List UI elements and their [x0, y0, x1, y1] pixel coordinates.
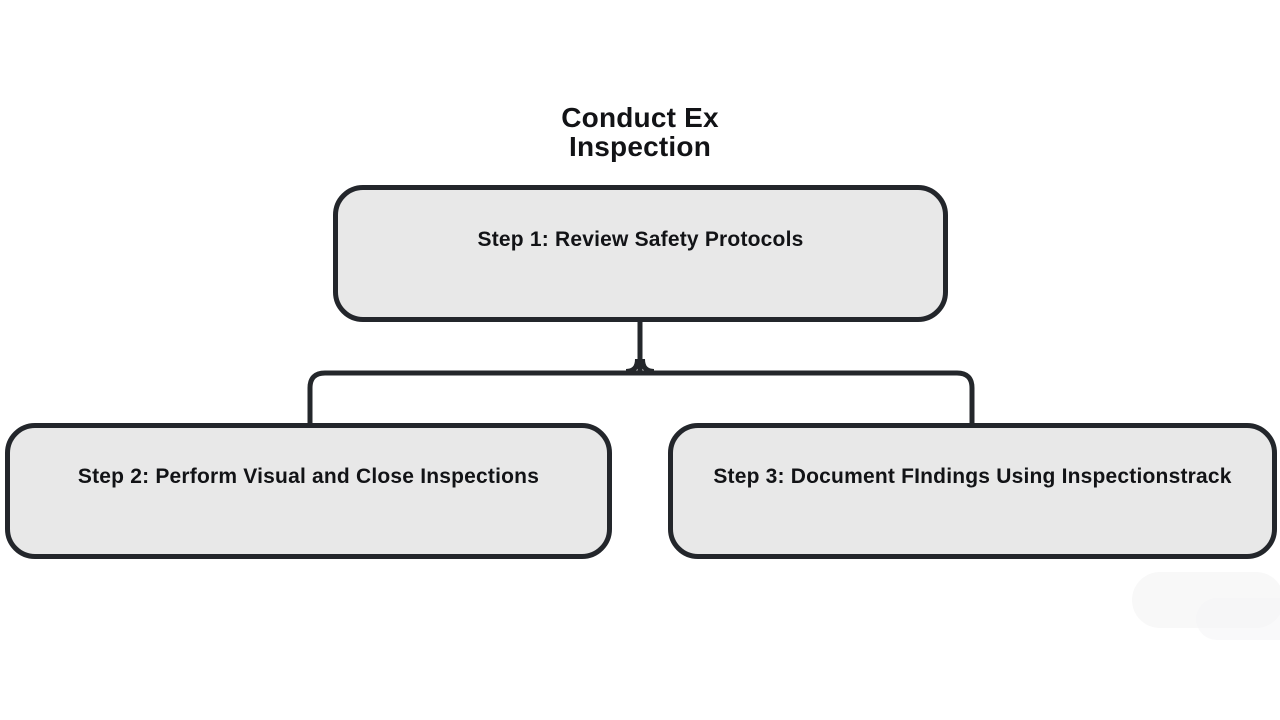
flowchart-node-step2: Step 2: Perform Visual and Close Inspect… — [5, 423, 612, 559]
diagram-title: Conduct Ex Inspection — [0, 103, 1280, 161]
node-step1-label: Step 1: Review Safety Protocols — [477, 228, 804, 251]
faint-watermark-blob — [1196, 598, 1280, 640]
connector-fillet-right — [640, 358, 655, 374]
connector-fillet-left — [625, 358, 640, 374]
diagram-title-line1: Conduct Ex — [561, 102, 719, 133]
connector-branch — [307, 370, 975, 429]
flowchart-node-step3: Step 3: Document FIndings Using Inspecti… — [668, 423, 1277, 559]
node-step2-label: Step 2: Perform Visual and Close Inspect… — [77, 465, 540, 488]
flowchart-node-step1: Step 1: Review Safety Protocols — [333, 185, 948, 322]
node-step3-label: Step 3: Document FIndings Using Inspecti… — [713, 465, 1232, 488]
diagram-title-line2: Inspection — [568, 131, 711, 162]
